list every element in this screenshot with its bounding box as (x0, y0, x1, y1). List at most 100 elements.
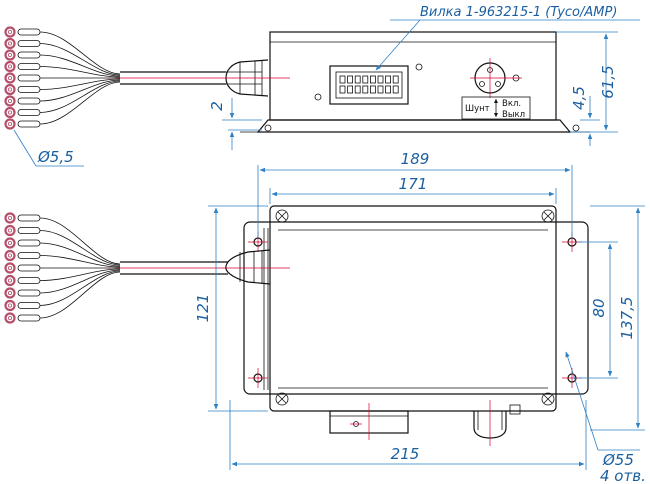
wire-lug (17, 227, 41, 234)
mount-hole (248, 368, 268, 388)
dim-mount-hole: Ø55 (602, 451, 634, 469)
connector-pin (347, 75, 354, 84)
wire-lug (17, 97, 41, 105)
corner-screw (541, 392, 555, 406)
ring-terminal (4, 60, 16, 73)
ring-terminal (4, 312, 16, 324)
ring-terminal-hole (7, 41, 12, 46)
ring-terminal-hole (7, 240, 12, 245)
ring-terminal-hole (7, 122, 12, 127)
switch-label-on: Вкл. (502, 99, 521, 109)
wire-lug (17, 277, 41, 284)
dim-width-215: 215 (391, 445, 420, 463)
ring-terminal (4, 262, 16, 274)
connector-pin (392, 85, 399, 94)
plan-view (4, 205, 589, 446)
wire (39, 78, 121, 90)
wire-lug (17, 28, 41, 36)
ring-terminal-hole (7, 265, 12, 270)
wire-lug (17, 63, 41, 70)
ring-terminal (4, 212, 16, 224)
ring-terminal (4, 299, 16, 312)
housing-plan (269, 205, 557, 412)
connector-pin (362, 75, 369, 84)
wire-lug (17, 120, 41, 128)
ring-terminal-hole (7, 253, 12, 258)
ring-terminal-hole (7, 303, 12, 308)
wire (39, 43, 121, 76)
ring-terminal-hole (7, 29, 12, 34)
dim-hole-spacing-80: 80 (590, 298, 608, 317)
ring-terminal (4, 83, 16, 96)
ring-terminal-hole (7, 290, 12, 295)
connector-pin (369, 75, 376, 84)
dim-width-189: 189 (401, 150, 430, 168)
dim-base-height: 4,5 (570, 86, 588, 110)
ring-terminal-hole (7, 215, 12, 220)
ring-terminal (4, 274, 16, 287)
ring-terminal-hole (7, 87, 12, 92)
base-plate-plan (243, 221, 589, 395)
ring-terminal (4, 26, 16, 38)
ring-terminal-hole (7, 278, 12, 283)
connector-side (329, 65, 409, 105)
wire (39, 242, 121, 267)
wire (39, 271, 121, 319)
connector-pin (385, 85, 392, 94)
connector-note: Вилка 1-963215-1 (Tyco/AMP) (420, 5, 617, 20)
dim-height-total: 61,5 (599, 65, 617, 98)
connector-pin (377, 75, 384, 84)
dim-depth-137-5: 137,5 (618, 297, 636, 340)
wire-lug (17, 239, 41, 247)
connector-pin (362, 85, 369, 94)
connector-pin (369, 85, 376, 94)
ring-terminal (4, 249, 16, 262)
side-view-dimensions: 61,5 4,5 2 Вилка 1-963215-1 (Tyco/AMP) Ø… (13, 5, 640, 167)
dim-terminal-hole: Ø5,5 (37, 148, 74, 166)
corner-screw (275, 209, 289, 223)
wire-lug (17, 40, 41, 47)
cable-gland-plan (225, 249, 271, 285)
ring-terminal (4, 95, 16, 107)
dim-base-thickness: 2 (208, 101, 226, 111)
connector-pin (377, 85, 384, 94)
wire-bundle-bottom (4, 212, 121, 324)
ring-terminal-hole (7, 99, 12, 104)
wire-lug (17, 74, 41, 82)
plan-view-dimensions: 189 171 215 121 80 137,5 Ø55 4 отв. (194, 150, 646, 484)
connector-pin (354, 75, 361, 84)
wire-lug (17, 214, 41, 222)
dim-hole-count: 4 отв. (600, 467, 646, 484)
wire-lug (17, 109, 41, 116)
ring-terminal (4, 72, 16, 84)
corner-screw (275, 392, 289, 406)
wire (39, 230, 121, 266)
ring-terminal-hole (7, 64, 12, 69)
wire-lug (17, 302, 41, 309)
connector-pin (339, 85, 346, 94)
wire-bundle-top (4, 26, 121, 130)
connector-pin (347, 85, 354, 94)
wire (39, 81, 121, 125)
wire (39, 31, 121, 75)
connector-pin (385, 75, 392, 84)
wire (39, 54, 121, 77)
ring-terminal-hole (7, 110, 12, 115)
connector-pin (354, 85, 361, 94)
connector-pin (339, 75, 346, 84)
switch-label-off: Выкл (502, 110, 525, 120)
ring-terminal (4, 106, 16, 119)
corner-screw (541, 209, 555, 223)
switch-panel (461, 96, 531, 120)
ring-terminal-hole (7, 228, 12, 233)
dim-depth-121: 121 (194, 294, 212, 323)
base-plate-side (256, 119, 572, 133)
wire-lug (17, 314, 41, 322)
wire (39, 270, 121, 306)
wire-lug (17, 51, 41, 59)
wire (39, 66, 121, 78)
connector-pin (392, 75, 399, 84)
ring-terminal (4, 49, 16, 61)
